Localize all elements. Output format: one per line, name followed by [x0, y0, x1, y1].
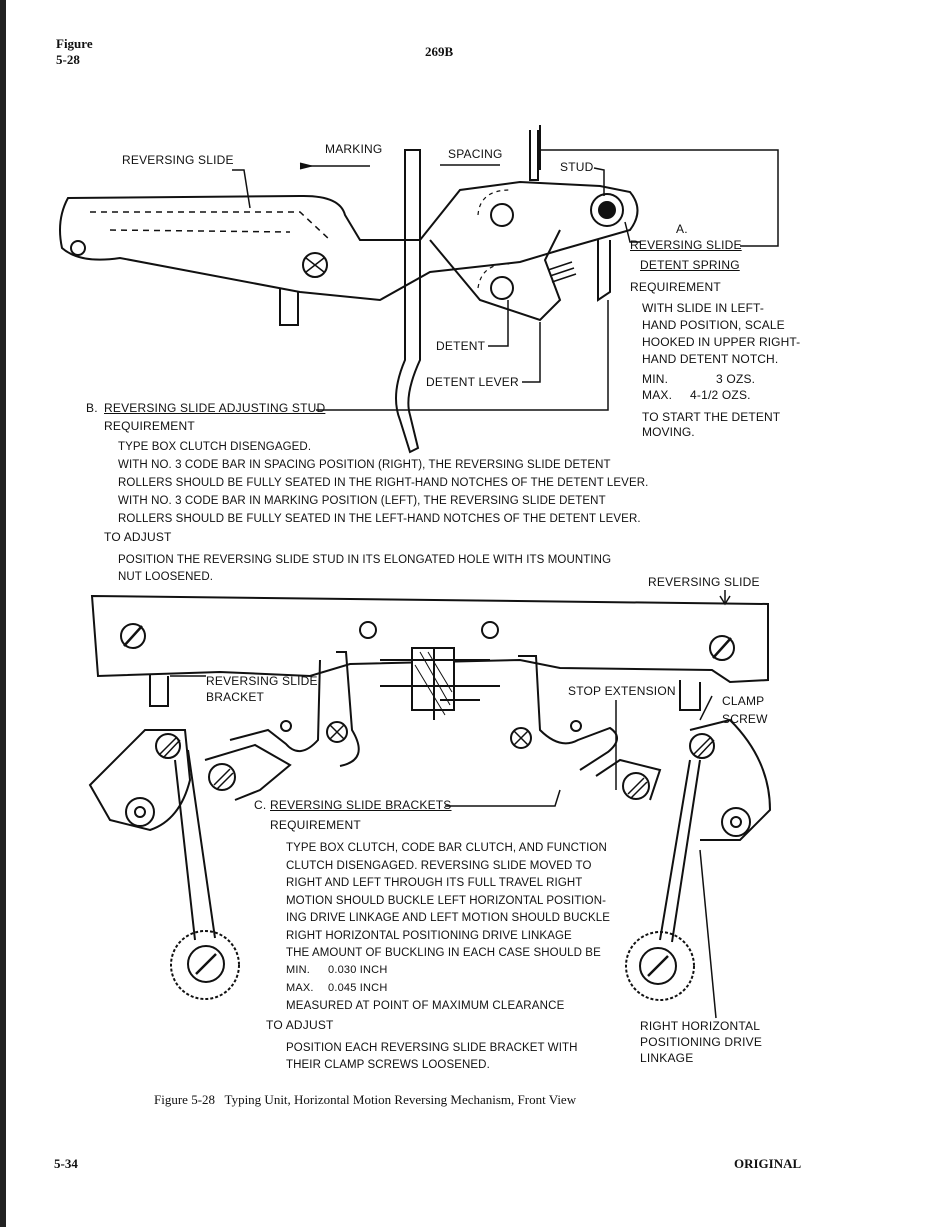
label-stud: STUD — [560, 160, 594, 174]
label-screw: SCREW — [722, 712, 768, 726]
section-b-title: REVERSING SLIDE ADJUSTING STUD — [104, 401, 326, 415]
section-c-min-label: MIN. — [286, 964, 311, 976]
section-a-note-line: MOVING. — [642, 425, 695, 439]
section-a-line: HAND POSITION, SCALE — [642, 318, 785, 332]
section-c-adjust-line: THEIR CLAMP SCREWS LOOSENED. — [286, 1059, 490, 1071]
figure-label-line1: Figure — [56, 36, 93, 51]
figure-caption: Figure 5-28 Typing Unit, Horizontal Moti… — [154, 1092, 577, 1107]
section-c-line: ING DRIVE LINKAGE AND LEFT MOTION SHOULD… — [286, 912, 610, 924]
figure-label-line2: 5-28 — [56, 52, 80, 67]
page-code: 269B — [425, 44, 454, 59]
section-b-line: ROLLERS SHOULD BE FULLY SEATED IN THE RI… — [118, 477, 649, 489]
section-c-to-adjust: TO ADJUST — [266, 1018, 334, 1032]
label-marking: MARKING — [325, 142, 383, 156]
section-a-line: HAND DETENT NOTCH. — [642, 352, 779, 366]
section-c-letter: C. — [254, 798, 267, 812]
page-number: 5-34 — [54, 1156, 78, 1171]
scan-edge — [0, 0, 6, 1227]
section-a-line: HOOKED IN UPPER RIGHT- — [642, 335, 801, 349]
section-c-line: RIGHT HORIZONTAL POSITIONING DRIVE LINKA… — [286, 929, 572, 942]
section-c-text: TYPE BOX CLUTCH, CODE BAR CLUTCH, AND FU… — [286, 840, 610, 963]
section-b-line: WITH NO. 3 CODE BAR IN SPACING POSITION … — [118, 459, 611, 471]
section-b-text: TYPE BOX CLUTCH DISENGAGED. WITH NO. 3 C… — [118, 438, 648, 528]
label-spacing: SPACING — [448, 147, 503, 161]
section-c-max-value: 0.045 INCH — [328, 982, 388, 994]
section-a-note: TO START THE DETENT MOVING. — [642, 410, 780, 440]
section-a-line: WITH SLIDE IN LEFT- — [642, 301, 764, 315]
section-a-min-label: MIN. — [642, 372, 669, 386]
section-b-adjust-line: NUT LOOSENED. — [118, 571, 214, 583]
label-bracket-line2: BRACKET — [206, 690, 265, 704]
label-clamp: CLAMP — [722, 694, 765, 708]
label-detent-lever: DETENT LEVER — [426, 375, 519, 389]
section-b-line: TYPE BOX CLUTCH DISENGAGED. — [118, 441, 312, 453]
section-c-min-value: 0.030 INCH — [328, 964, 388, 976]
section-a-requirement: REQUIREMENT — [630, 280, 721, 294]
section-c-requirement: REQUIREMENT — [270, 818, 361, 832]
label-detent: DETENT — [436, 339, 486, 353]
section-b-letter: B. — [86, 401, 98, 415]
section-c-line: RIGHT AND LEFT THROUGH ITS FULL TRAVEL R… — [286, 877, 583, 889]
section-c-measured: MEASURED AT POINT OF MAXIMUM CLEARANCE — [286, 1000, 565, 1012]
section-a-title: REVERSING SLIDE — [630, 238, 742, 252]
label-reversing-slide-top: REVERSING SLIDE — [122, 153, 234, 167]
section-a-subtitle: DETENT SPRING — [640, 258, 740, 272]
label-right-linkage-3: LINKAGE — [640, 1051, 694, 1065]
label-right-linkage-1: RIGHT HORIZONTAL — [640, 1019, 761, 1033]
section-b-to-adjust: TO ADJUST — [104, 530, 172, 544]
section-c-max-label: MAX. — [286, 982, 314, 994]
label-bracket-line1: REVERSING SLIDE — [206, 674, 318, 688]
document-status: ORIGINAL — [734, 1156, 802, 1171]
label-reversing-slide-bottom: REVERSING SLIDE — [648, 575, 760, 589]
section-c-line: MOTION SHOULD BUCKLE LEFT HORIZONTAL POS… — [286, 894, 607, 907]
section-b-line: ROLLERS SHOULD BE FULLY SEATED IN THE LE… — [118, 513, 641, 525]
section-b-requirement: REQUIREMENT — [104, 419, 195, 433]
section-a-max-label: MAX. — [642, 388, 673, 402]
section-b-adjust: POSITION THE REVERSING SLIDE STUD IN ITS… — [118, 552, 611, 586]
figure-label: Figure 5-28 — [56, 36, 93, 68]
section-b-adjust-line: POSITION THE REVERSING SLIDE STUD IN ITS… — [118, 554, 612, 566]
section-c-title: REVERSING SLIDE BRACKETS — [270, 798, 452, 812]
section-c-adjust: POSITION EACH REVERSING SLIDE BRACKET WI… — [286, 1040, 578, 1074]
section-c-adjust-line: POSITION EACH REVERSING SLIDE BRACKET WI… — [286, 1042, 578, 1054]
section-c-line: TYPE BOX CLUTCH, CODE BAR CLUTCH, AND FU… — [286, 842, 607, 854]
section-a-text: WITH SLIDE IN LEFT- HAND POSITION, SCALE… — [642, 300, 800, 368]
section-a-letter: A. — [676, 222, 688, 236]
section-c-line: CLUTCH DISENGAGED. REVERSING SLIDE MOVED… — [286, 859, 592, 872]
label-right-linkage-2: POSITIONING DRIVE — [640, 1035, 763, 1049]
section-a-max-value: 4-1/2 OZS. — [690, 388, 751, 402]
section-b-line: WITH NO. 3 CODE BAR IN MARKING POSITION … — [118, 495, 606, 507]
section-a-note-line: TO START THE DETENT — [642, 410, 781, 424]
section-c-line: THE AMOUNT OF BUCKLING IN EACH CASE SHOU… — [286, 947, 601, 959]
label-stop-extension: STOP EXTENSION — [568, 684, 676, 698]
section-a-min-value: 3 OZS. — [716, 372, 756, 386]
